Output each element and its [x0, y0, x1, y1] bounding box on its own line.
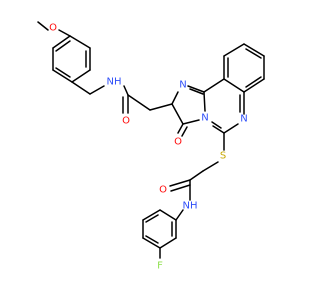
atom-label-fluorine: F — [157, 261, 163, 272]
atom-label-o-amide: O — [122, 116, 130, 127]
bond — [243, 78, 265, 93]
bond — [203, 78, 225, 93]
bond — [52, 35, 71, 49]
bond — [171, 91, 179, 105]
bond — [223, 43, 245, 57]
bond — [177, 123, 184, 134]
bond — [189, 170, 204, 181]
bond — [159, 237, 177, 249]
bond — [71, 69, 91, 83]
atom-label-o-amide-2: O — [159, 185, 167, 196]
atom-label-n-imidazole: N — [179, 80, 186, 91]
bond — [181, 126, 188, 137]
bond — [55, 40, 71, 52]
bond — [189, 88, 204, 95]
bond — [145, 235, 159, 244]
bond — [69, 35, 91, 49]
atom-label-nh-amide: NH — [107, 77, 122, 88]
bond — [142, 237, 161, 249]
atom-label-o-methoxy: O — [49, 23, 57, 34]
bond — [212, 125, 225, 134]
bond — [182, 119, 200, 125]
bond — [89, 85, 105, 95]
atom-label-s-thioether: S — [220, 151, 226, 162]
bond — [159, 209, 177, 221]
bond — [223, 123, 239, 134]
bond — [127, 94, 151, 111]
bond — [170, 184, 191, 192]
bond — [58, 29, 71, 37]
bond — [223, 78, 245, 93]
bond — [123, 85, 129, 96]
atom-label-n-bridge: N — [201, 113, 208, 124]
bond — [243, 43, 265, 57]
bond — [245, 48, 262, 59]
bond — [55, 67, 71, 78]
bond — [142, 209, 161, 221]
molecule-canvas: O NH O N N N O S O NH F — [37, 21, 265, 272]
bond — [52, 69, 73, 83]
bond — [187, 85, 205, 93]
bond — [245, 76, 262, 88]
atom-label-o-ketone: O — [174, 137, 182, 148]
bond — [211, 121, 222, 129]
molecule-structure: O NH O N N N O S O NH F — [37, 21, 265, 272]
bond — [203, 91, 206, 112]
bond — [171, 103, 184, 125]
bond — [37, 21, 49, 31]
bond — [149, 103, 173, 111]
bond — [202, 161, 219, 172]
bond — [145, 214, 159, 223]
atom-label-nh-amide-2: NH — [183, 201, 198, 212]
atom-label-n-quinazoline: N — [240, 114, 247, 125]
bond — [175, 209, 184, 221]
bond — [71, 81, 91, 95]
bond — [169, 179, 191, 187]
